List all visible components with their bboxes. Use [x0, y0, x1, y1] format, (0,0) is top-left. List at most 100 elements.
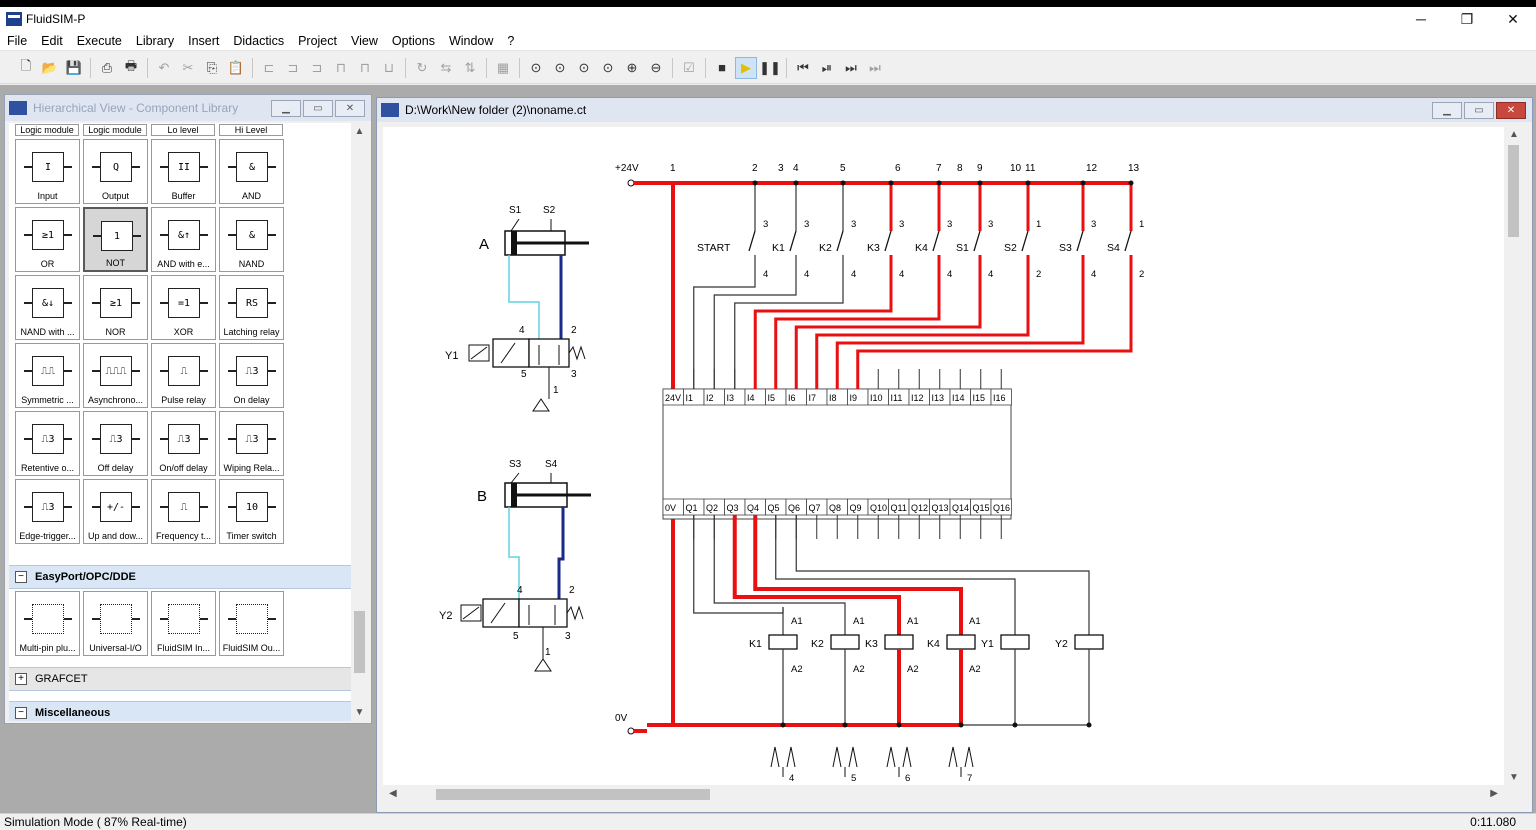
flip-v-icon[interactable]: ⇅ — [464, 59, 476, 75]
coil-symbol[interactable] — [768, 634, 798, 650]
minimize-button[interactable]: ─ — [1416, 11, 1426, 27]
cut-icon[interactable]: ✂ — [182, 59, 194, 75]
align-right-icon[interactable]: ⊐ — [311, 59, 323, 75]
component-tile[interactable]: FluidSIM In... — [151, 591, 216, 656]
print-icon[interactable]: 🖶 — [124, 57, 138, 73]
circuit-canvas[interactable]: A S1 S2 4 2 — [383, 127, 1504, 785]
align-center-icon[interactable]: ⊐ — [287, 59, 299, 75]
supply-0v-terminal[interactable] — [627, 727, 635, 735]
menu-options[interactable]: Options — [391, 33, 435, 48]
coil-symbol[interactable] — [946, 634, 976, 650]
step-icon[interactable]: ⏯ — [821, 59, 833, 75]
component-tile[interactable]: ⎍Pulse relay — [151, 343, 216, 408]
cylinder-a-group[interactable]: A S1 S2 4 2 — [445, 205, 589, 412]
component-tile[interactable]: ⎍⎍⎍Asynchrono... — [83, 343, 148, 408]
zoom-circuit-icon[interactable]: ⊙ — [554, 59, 566, 75]
switch-contact[interactable] — [1076, 230, 1084, 252]
grid-icon[interactable]: ▦ — [496, 59, 510, 75]
component-tile[interactable]: &↓NAND with ... — [15, 275, 80, 340]
component-tile[interactable]: Universal-I/O — [83, 591, 148, 656]
zoom-out-icon[interactable]: ⊖ — [650, 59, 662, 75]
close-button[interactable]: ✕ — [1507, 10, 1519, 27]
scroll-thumb[interactable] — [1508, 145, 1519, 237]
coil-symbol[interactable] — [830, 634, 860, 650]
supply-24v-terminal[interactable] — [627, 179, 635, 187]
align-middle-icon[interactable]: ⊓ — [359, 59, 371, 75]
coil-symbol[interactable] — [884, 634, 914, 650]
switch-contact[interactable] — [789, 230, 797, 252]
stop-icon[interactable]: ■ — [718, 60, 726, 75]
zoom-in-icon[interactable]: ⊕ — [626, 59, 638, 75]
step-to-state-icon[interactable]: ⏭ — [845, 59, 857, 75]
switch-contact[interactable] — [1021, 230, 1029, 252]
circuit-title-bar[interactable]: D:\Work\New folder (2)\noname.ct ▁ ▭ ✕ — [377, 98, 1532, 122]
cylinder-b-group[interactable]: B S3 S4 4 2 — [439, 459, 591, 672]
zoom-1-1-icon[interactable]: ⊙ — [530, 59, 542, 75]
switch-contact[interactable] — [748, 230, 756, 252]
scroll-up-icon[interactable]: ▲ — [1509, 129, 1519, 140]
collapse-icon[interactable]: − — [15, 571, 27, 583]
menu-help[interactable]: ? — [507, 33, 515, 48]
step-end-icon[interactable]: ⏭ — [869, 59, 881, 75]
coil-symbol[interactable] — [1074, 634, 1104, 650]
component-tile[interactable]: FluidSIM Ou... — [219, 591, 284, 656]
component-tile[interactable]: &AND — [219, 139, 284, 204]
library-title-bar[interactable]: Hierarchical View - Component Library ▁ … — [5, 95, 371, 121]
pause-icon[interactable]: ❚❚ — [759, 59, 781, 75]
reset-icon[interactable]: ⏮ — [797, 59, 809, 75]
library-maximize-button[interactable]: ▭ — [303, 100, 333, 117]
circuit-diagram[interactable]: A S1 S2 4 2 — [383, 127, 1504, 785]
component-tile[interactable]: ⎍Frequency t... — [151, 479, 216, 544]
valve-y2[interactable] — [460, 598, 584, 628]
scroll-down-icon[interactable]: ▼ — [354, 707, 365, 718]
component-tile[interactable]: +/-Up and dow... — [83, 479, 148, 544]
switch-contact[interactable] — [973, 230, 981, 252]
print-preview-icon[interactable]: ⎙ — [101, 59, 113, 75]
group-easyport-opc-dde[interactable]: − EasyPort/OPC/DDE — [9, 565, 351, 589]
component-tile[interactable]: ⎍⎍Symmetric ... — [15, 343, 80, 408]
scroll-right-icon[interactable]: ▶ — [1490, 788, 1498, 799]
zoom-fit-icon[interactable]: ⊙ — [602, 59, 614, 75]
zoom-window-icon[interactable]: ⊙ — [578, 59, 590, 75]
library-vertical-scrollbar[interactable]: ▲ ▼ — [351, 123, 368, 721]
library-minimize-button[interactable]: ▁ — [271, 100, 301, 117]
group-grafcet[interactable]: + GRAFCET — [9, 667, 351, 691]
circuit-maximize-button[interactable]: ▭ — [1464, 102, 1494, 119]
copy-icon[interactable]: ⎘ — [206, 59, 218, 75]
component-tile[interactable]: &NAND — [219, 207, 284, 272]
open-icon[interactable]: 📂 — [41, 59, 59, 75]
switch-contact[interactable] — [932, 230, 940, 252]
restore-button[interactable]: ❐ — [1460, 10, 1474, 27]
save-icon[interactable]: 💾 — [65, 59, 83, 75]
group-miscellaneous[interactable]: − Miscellaneous — [9, 701, 351, 721]
collapse-icon[interactable]: − — [15, 707, 27, 719]
switch-contact[interactable] — [836, 230, 844, 252]
check-icon[interactable]: ☑ — [683, 59, 695, 75]
menu-file[interactable]: File — [7, 33, 28, 48]
switch-contact[interactable] — [884, 230, 892, 252]
component-tile[interactable]: Multi-pin plu... — [15, 591, 80, 656]
menu-window[interactable]: Window — [448, 33, 494, 48]
coil-symbol[interactable] — [1000, 634, 1030, 650]
circuit-vertical-scrollbar[interactable]: ▲ ▼ — [1505, 127, 1522, 785]
paste-icon[interactable]: 📋 — [227, 59, 245, 75]
circuit-close-button[interactable]: ✕ — [1496, 102, 1526, 119]
scroll-up-icon[interactable]: ▲ — [354, 126, 365, 137]
scroll-thumb[interactable] — [354, 611, 365, 673]
component-tile[interactable]: &↑AND with e... — [151, 207, 216, 272]
new-icon[interactable]: 🗋 — [20, 57, 32, 73]
